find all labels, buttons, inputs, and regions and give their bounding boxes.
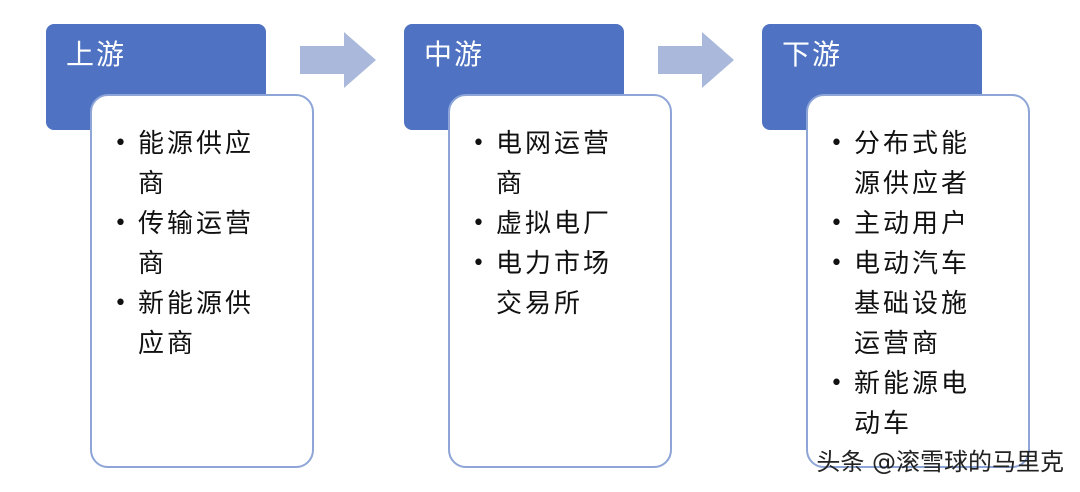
stage-item: 新能源电动车	[830, 364, 980, 444]
stage-item: 电网运营商	[472, 124, 622, 204]
right-arrow-icon	[658, 32, 734, 88]
stage-item: 能源供应商	[114, 124, 264, 204]
right-arrow-icon	[300, 32, 376, 88]
stage-item: 分布式能源供应者	[830, 124, 980, 204]
stage-item: 传输运营商	[114, 204, 264, 284]
watermark-text: 头条 @滚雪球的马里克	[816, 448, 1064, 476]
stage-card: 电网运营商 虚拟电厂 电力市场交易所	[448, 94, 672, 468]
stage-title: 下游	[782, 38, 843, 71]
stage-item: 虚拟电厂	[472, 204, 622, 244]
stage-card: 分布式能源供应者 主动用户 电动汽车基础设施运营商 新能源电动车	[806, 94, 1030, 468]
stage-item: 新能源供应商	[114, 284, 264, 364]
stage-upstream: 上游 能源供应商 传输运营商 新能源供应商	[46, 24, 354, 484]
stage-midstream: 中游 电网运营商 虚拟电厂 电力市场交易所	[404, 24, 712, 484]
stage-title: 中游	[424, 38, 485, 71]
stage-item: 主动用户	[830, 204, 980, 244]
stage-item-list: 能源供应商 传输运营商 新能源供应商	[114, 124, 300, 364]
stage-item: 电力市场交易所	[472, 244, 622, 324]
stage-item: 电动汽车基础设施运营商	[830, 244, 980, 364]
stage-title: 上游	[66, 38, 127, 71]
stage-item-list: 电网运营商 虚拟电厂 电力市场交易所	[472, 124, 658, 324]
stage-item-list: 分布式能源供应者 主动用户 电动汽车基础设施运营商 新能源电动车	[830, 124, 1016, 444]
stage-card: 能源供应商 传输运营商 新能源供应商	[90, 94, 314, 468]
stage-downstream: 下游 分布式能源供应者 主动用户 电动汽车基础设施运营商 新能源电动车	[762, 24, 1070, 484]
